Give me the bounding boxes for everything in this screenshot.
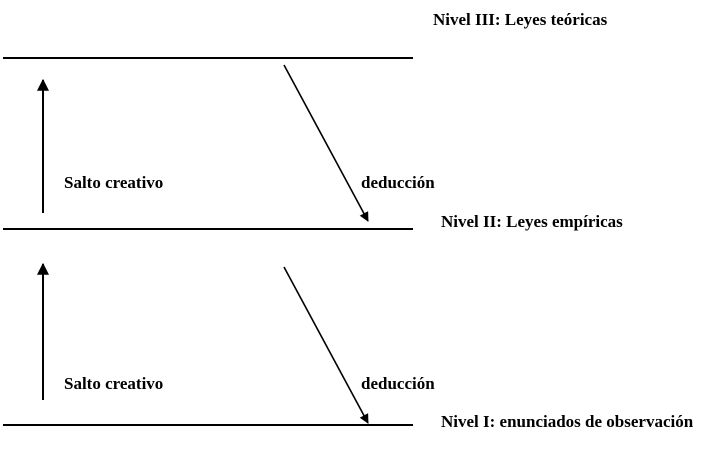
down-arrow-label-1: deducción (361, 173, 435, 192)
down-arrow-2 (283, 266, 369, 424)
level-label-3: Nivel III: Leyes teóricas (433, 10, 608, 29)
down-arrow-1 (283, 64, 369, 222)
down-arrow-label-2: deducción (361, 374, 435, 393)
level-label-2: Nivel II: Leyes empíricas (441, 212, 623, 231)
up-arrow-label-1: Salto creativo (64, 173, 164, 192)
level-label-1: Nivel I: enunciados de observación (441, 412, 694, 431)
up-arrow-label-2: Salto creativo (64, 374, 164, 393)
